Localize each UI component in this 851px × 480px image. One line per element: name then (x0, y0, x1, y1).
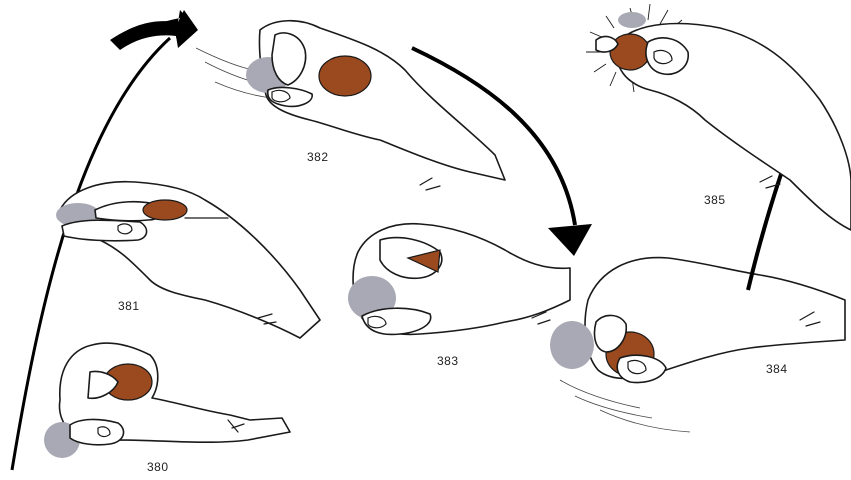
figure-383-hand (348, 224, 570, 335)
silver-coin-icon (550, 321, 594, 369)
figure-381-hand (56, 182, 320, 338)
figure-380-hand (44, 343, 290, 458)
silver-coin-icon (618, 12, 646, 28)
figure-label-384: 384 (766, 362, 788, 376)
figure-label-383: 383 (437, 354, 459, 368)
copper-coin-icon (319, 56, 371, 96)
figure-label-385: 385 (704, 193, 726, 207)
copper-coin-icon (610, 34, 650, 70)
figure-label-382: 382 (307, 150, 329, 164)
figure-label-381: 381 (118, 299, 140, 313)
figure-label-380: 380 (147, 460, 169, 474)
figure-382-hand (196, 21, 505, 190)
copper-coin-icon (143, 200, 187, 220)
figure-384-hand (550, 258, 845, 432)
